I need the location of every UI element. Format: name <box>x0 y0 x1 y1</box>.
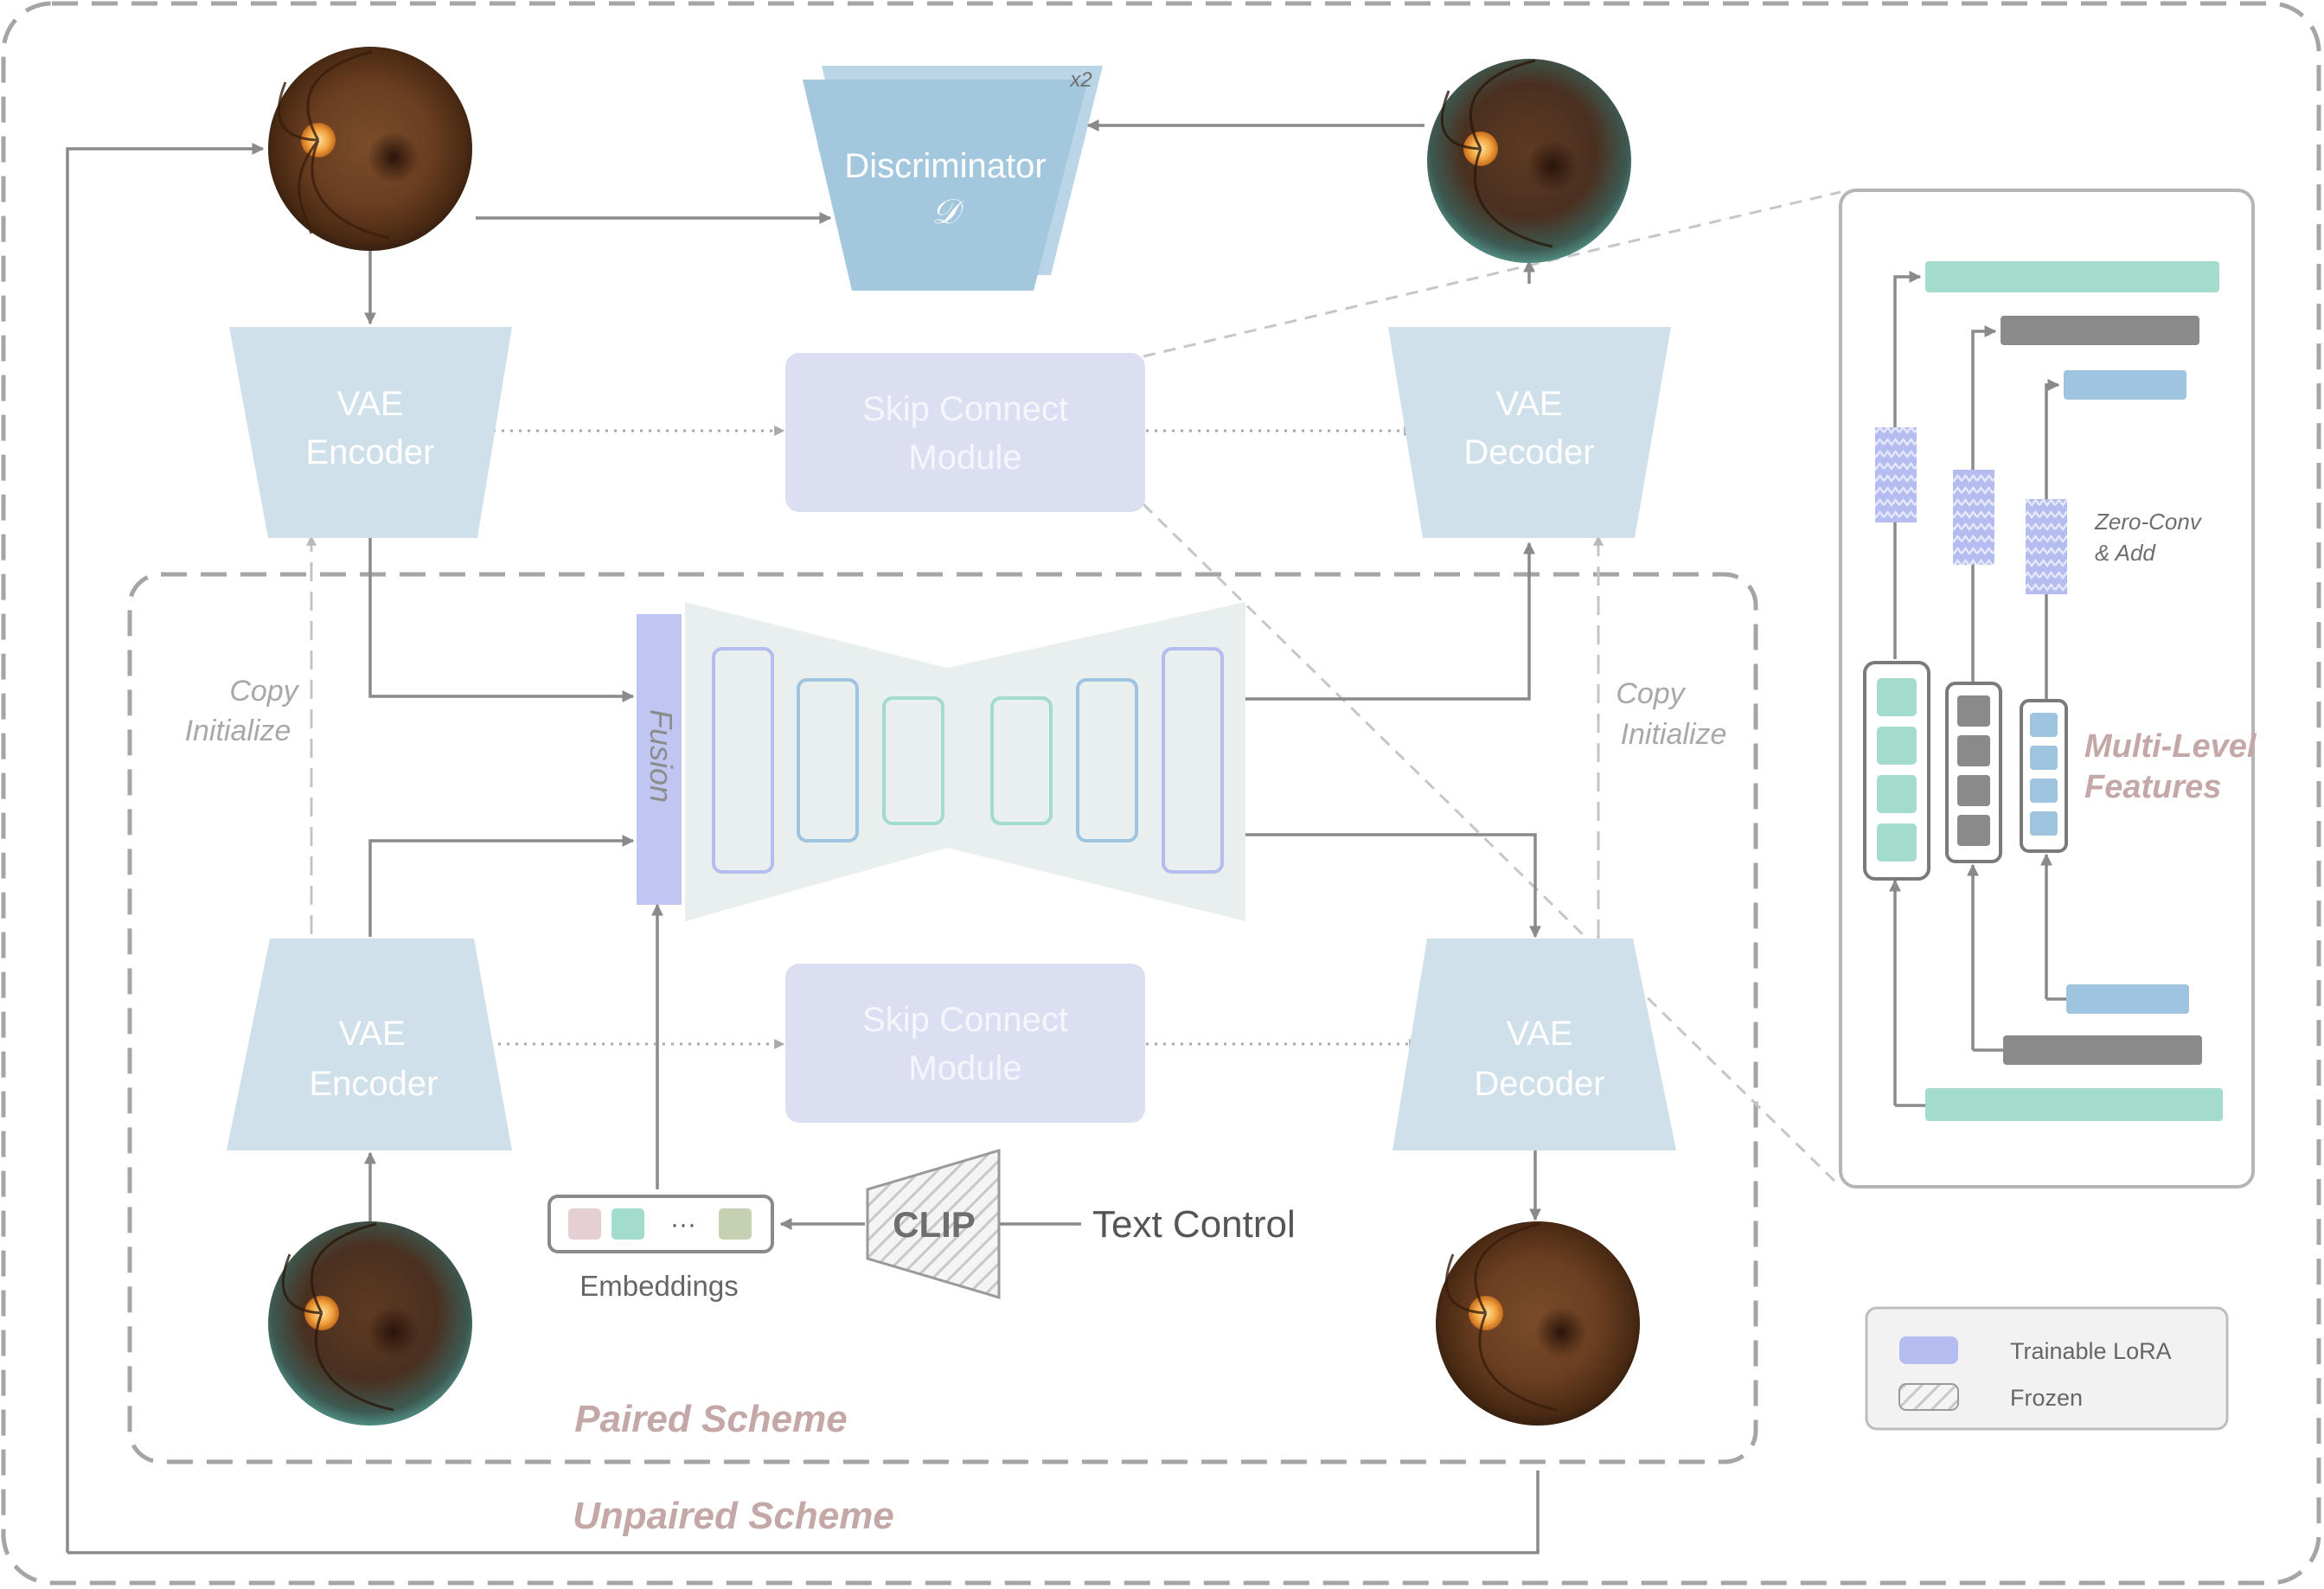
unet-up-block-2 <box>1162 647 1224 874</box>
embedding-token-1 <box>568 1208 601 1240</box>
copy-label-right: Copy <box>1616 677 1686 710</box>
input-feature-bar-3 <box>1925 1088 2223 1121</box>
text-control-label: Text Control <box>1092 1203 1296 1246</box>
skip-connect-bottom-label-2: Module <box>908 1049 1021 1087</box>
zero-conv-lora-1 <box>1875 427 1917 522</box>
legend-swatch-trainable <box>1899 1336 1958 1364</box>
discriminator-title: Discriminator <box>844 147 1046 185</box>
skip-connect-top-label-2: Module <box>908 439 1021 477</box>
legend: Trainable LoRA Frozen <box>1865 1306 2229 1431</box>
zoom-line-top <box>1143 190 1841 358</box>
initialize-label-right: Initialize <box>1621 718 1727 751</box>
embedding-token-2 <box>611 1208 644 1240</box>
vae-encoder-top: VAE Encoder <box>229 327 512 538</box>
embedding-token-3 <box>719 1208 752 1240</box>
input-feature-bar-1 <box>2066 984 2189 1014</box>
clip-block: CLIP <box>866 1148 1001 1300</box>
zero-conv-lora-2 <box>1953 470 1994 565</box>
vae-decoder-top-label-1: VAE <box>1495 385 1562 423</box>
skip-connect-top: Skip Connect Module <box>785 353 1145 512</box>
zero-conv-label-1: Zero-Conv <box>2094 509 2203 535</box>
multi-level-feature-column-3 <box>2020 699 2068 853</box>
vae-encoder-bottom-label-2: Encoder <box>310 1065 439 1103</box>
fundus-output-bottom <box>1436 1221 1640 1426</box>
vae-encoder-top-label-1: VAE <box>336 385 403 423</box>
fundus-output-top <box>1427 59 1631 263</box>
zero-conv-lora-3 <box>2026 499 2067 594</box>
initialize-label-left: Initialize <box>185 714 291 747</box>
unet-mid-block-2 <box>990 696 1053 825</box>
zoom-line-bottom <box>1142 503 1842 1189</box>
multi-level-feature-column-1 <box>1863 661 1930 881</box>
copy-label-left: Copy <box>229 675 299 708</box>
fusion-label: Fusion <box>643 709 679 803</box>
vae-decoder-bottom-label-2: Decoder <box>1474 1065 1604 1103</box>
unpaired-scheme-label: Unpaired Scheme <box>573 1495 894 1537</box>
skip-dotted-arrows <box>484 426 1420 1049</box>
vae-decoder-bottom-label-1: VAE <box>1506 1015 1572 1053</box>
vae-decoder-top: VAE Decoder <box>1388 327 1671 538</box>
fundus-input-top <box>268 47 472 251</box>
vae-decoder-bottom: VAE Decoder <box>1392 939 1676 1150</box>
legend-frozen-label: Frozen <box>2010 1385 2083 1411</box>
unet-down-block-1 <box>712 647 774 874</box>
multi-level-feature-column-2 <box>1945 682 2002 863</box>
embeddings-block: ··· Embeddings <box>547 1195 774 1302</box>
multi-level-label-2: Features <box>2084 769 2221 805</box>
vae-encoder-bottom: VAE Encoder <box>227 939 512 1150</box>
clip-label: CLIP <box>893 1204 976 1245</box>
skip-connect-bottom: Skip Connect Module <box>785 964 1145 1123</box>
embeddings-ellipsis: ··· <box>670 1210 696 1239</box>
skip-module-detail-panel: Zero-Conv & Add Multi-Level Features <box>1839 189 2257 1189</box>
paired-scheme-frame <box>127 572 1758 1464</box>
vae-encoder-top-label-2: Encoder <box>306 433 435 471</box>
unet-mid-block-1 <box>882 696 944 825</box>
unet-up-block-1 <box>1076 678 1138 843</box>
output-feature-bar-1 <box>1925 261 2219 292</box>
zero-conv-label-2: & Add <box>2095 540 2156 566</box>
fusion-block: Fusion <box>637 614 682 905</box>
paired-scheme-label: Paired Scheme <box>574 1398 848 1440</box>
skip-connect-top-label-1: Skip Connect <box>862 390 1068 428</box>
unet-down-block-2 <box>797 678 859 843</box>
skip-connect-bottom-label-1: Skip Connect <box>862 1001 1068 1039</box>
embeddings-label: Embeddings <box>579 1270 738 1302</box>
legend-trainable-label: Trainable LoRA <box>2010 1338 2172 1364</box>
copy-initialize-arrows <box>306 535 1604 939</box>
output-feature-bar-2 <box>2001 316 2199 345</box>
legend-swatch-frozen <box>1898 1383 1959 1411</box>
vae-decoder-top-label-2: Decoder <box>1463 433 1594 471</box>
input-feature-bar-2 <box>2003 1035 2202 1065</box>
fundus-input-bottom <box>268 1221 472 1426</box>
unet-block <box>685 602 1245 921</box>
output-feature-bar-3 <box>2064 370 2186 400</box>
flow-arrows <box>66 119 1541 1554</box>
discriminator-count: x2 <box>1069 68 1092 92</box>
multi-level-label-1: Multi-Level <box>2084 728 2257 765</box>
vae-encoder-bottom-label-1: VAE <box>338 1015 405 1053</box>
discriminator-block: Discriminator 𝒟 x2 <box>803 66 1103 291</box>
